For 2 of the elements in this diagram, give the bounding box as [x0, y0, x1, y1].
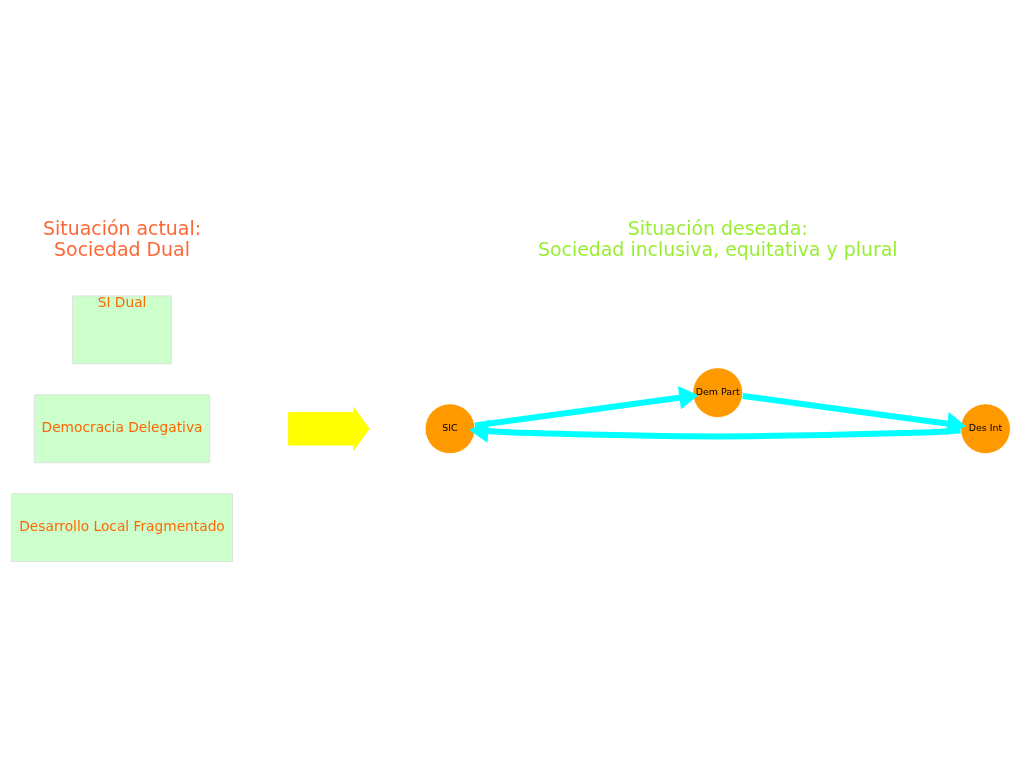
label: Situación actual: Sociedad Dual — [43, 217, 202, 260]
label: Situación deseada: Sociedad inclusiva, equitativa y plural — [537, 217, 898, 260]
